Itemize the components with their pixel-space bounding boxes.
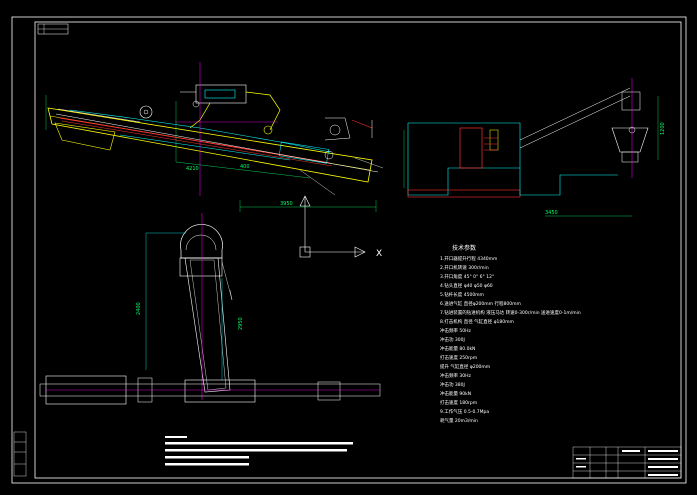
tech-line: 4.钻头直径 φ40 φ50 φ60 [440, 282, 493, 289]
tech-line: 8.打击机构 直径 气缸直径 φ180mm [440, 318, 514, 325]
tech-line: 提升 气缸直径 φ200mm [440, 363, 490, 370]
dim-top-left: 4210 [186, 166, 199, 172]
dim-front-height: 2400 [136, 302, 142, 315]
title-block [572, 446, 682, 479]
tech-line: 1.开口器提升行程 4340mm [440, 255, 497, 262]
tech-notes: 技术参数 1.开口器提升行程 4340mm 2.开口机转速 300r/min 3… [440, 244, 581, 424]
dim-top-mid: 400 [240, 164, 250, 170]
tech-line: 冲击频率 50Hz [440, 327, 472, 334]
dim-right-height: 1200 [660, 122, 666, 135]
dim-top-width: 3950 [280, 201, 293, 207]
tech-line: 冲击功 380J [440, 381, 465, 388]
tech-line: 冲击频率 30Hz [440, 372, 472, 379]
title-block-text [576, 450, 678, 476]
tech-line: 冲击能量 90kN [440, 390, 471, 397]
tech-line: 3.开口角度 45° 0° 6° 12° [440, 273, 494, 280]
tech-line: 冲击功 300J [440, 336, 465, 343]
right-section-view: 1200 3450 [403, 78, 666, 217]
outer-border [11, 16, 687, 484]
tech-line: 5.钻杆长度 4500mm [440, 291, 484, 298]
tech-line: 打击速度 250rpm [440, 354, 477, 361]
tech-title: 技术参数 [452, 244, 476, 252]
bottom-notes [165, 436, 353, 466]
tech-line: 2.开口机转速 300r/min [440, 264, 489, 271]
inner-border [34, 21, 682, 479]
dim-right-length: 3450 [545, 210, 558, 216]
front-view: 2400 2950 [39, 213, 381, 405]
ucs-axis-icon [299, 195, 366, 258]
ucs-x-label: X [376, 249, 382, 259]
tech-line: 耗气量 20m3/min [440, 417, 478, 424]
dim-front-inner: 2950 [238, 317, 244, 330]
tech-line: 6.送进气缸 直径φ200mm 行程800mm [440, 300, 521, 307]
side-view: 3950 4210 400 [45, 62, 384, 212]
tech-line: 7.钻进装置的钻进机构 液压马达 转速0-300r/min 送进速度0-1m/m… [440, 309, 581, 316]
tech-line: 冲击能量 80.0kN [440, 345, 475, 352]
revision-strip [13, 431, 27, 477]
tech-line: 打击速度 180rpm [440, 399, 477, 406]
tech-line: 9.工作气压 0.5-0.7Mpa [440, 408, 489, 415]
